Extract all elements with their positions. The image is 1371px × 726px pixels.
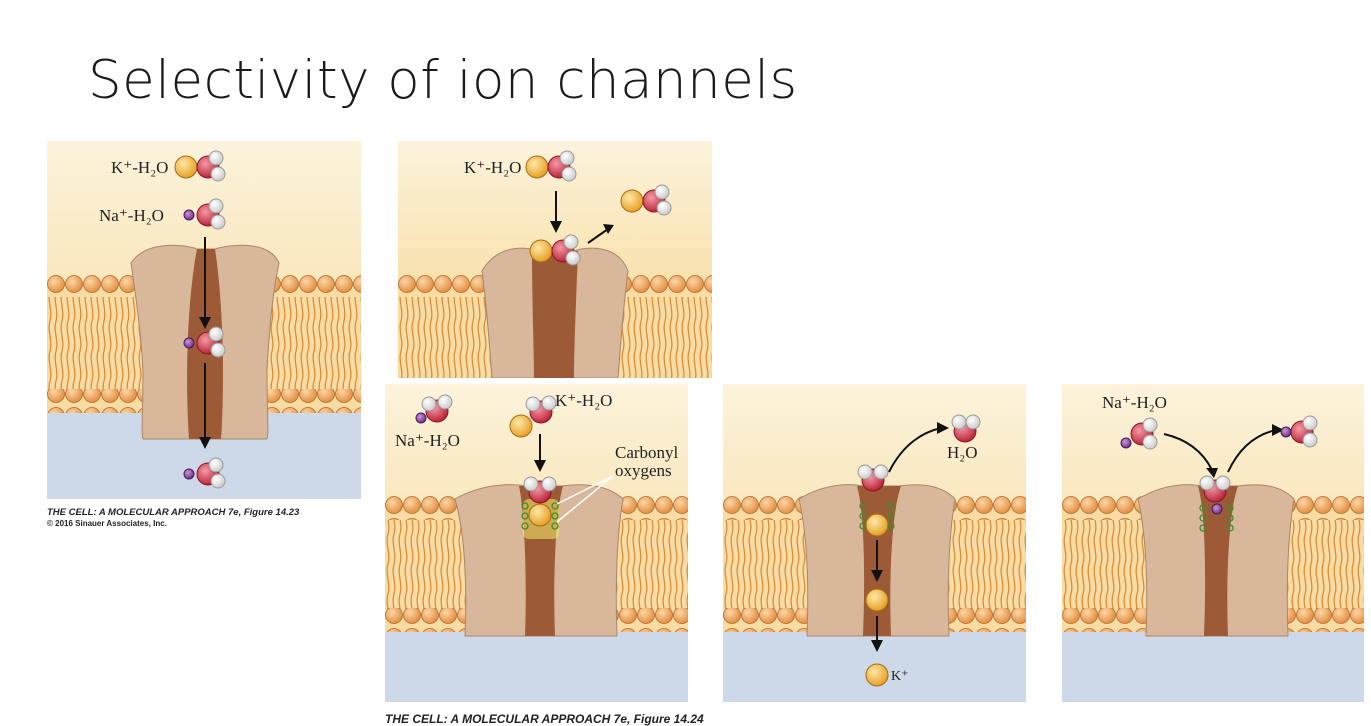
water-molecule (196, 198, 226, 230)
sodium-ion (1280, 426, 1292, 438)
potassium-ion (525, 155, 549, 179)
sodium-ion (1120, 437, 1132, 449)
potassium-ion (865, 663, 889, 687)
water-molecule (642, 184, 672, 216)
water-molecule (196, 150, 226, 182)
figure-14-24-panel-c: Na⁺-H₂O (1062, 384, 1364, 702)
potassium-ion (865, 513, 889, 537)
carbonyl-oxygens (521, 502, 559, 530)
label-water: H₂O (947, 443, 977, 462)
channel-diagram: Na⁺-H₂O K⁺-H₂O Carbonyl oxygens (385, 384, 688, 702)
water-molecule (196, 457, 226, 489)
label-k-water: K⁺-H₂O (464, 158, 521, 177)
water-molecule (196, 326, 226, 358)
water-molecule (1130, 417, 1158, 450)
sodium-ion (183, 468, 195, 480)
label-na-water: Na⁺-H₂O (1102, 393, 1167, 412)
label-ion: K⁺ (891, 669, 909, 684)
water-molecule (525, 395, 557, 424)
carbonyl-label: Carbonyl (615, 443, 679, 462)
carbonyl-label: oxygens (615, 461, 672, 480)
label-na-water: Na⁺-H₂O (395, 431, 460, 450)
figure-14-24-panel-b: H₂O K⁺ (723, 384, 1026, 702)
carbonyl-oxygens (859, 502, 895, 530)
label-na-water: Na⁺-H₂O (99, 206, 164, 225)
channel-diagram: Na⁺-H₂O (1062, 384, 1364, 702)
figure-14-23-panel: K⁺-H₂O Na⁺-H₂O (47, 141, 361, 499)
slide-title: Selectivity of ion channels (88, 50, 798, 111)
sodium-ion (183, 209, 195, 221)
potassium-ion (174, 155, 198, 179)
carbonyl-oxygens (1199, 504, 1234, 532)
channel-diagram: K⁺-H₂O Na⁺-H₂O (47, 141, 361, 499)
potassium-ion (528, 503, 552, 527)
copyright-line: © 2016 Sinauer Associates, Inc. (47, 519, 167, 528)
label-k-water: K⁺-H₂O (111, 158, 168, 177)
water-molecule (951, 414, 981, 443)
sodium-ion (1211, 503, 1223, 515)
water-molecule (551, 234, 581, 266)
potassium-ion (529, 239, 553, 263)
sodium-ion (415, 412, 427, 424)
figure-14-24-panel-a: Na⁺-H₂O K⁺-H₂O Carbonyl oxygens (385, 384, 688, 702)
label-k-water: K⁺-H₂O (555, 391, 612, 410)
figure-14-24-top-panel: K⁺-H₂O (398, 141, 712, 378)
sodium-ion (183, 337, 195, 349)
channel-diagram: K⁺-H₂O (398, 141, 712, 378)
potassium-ion (509, 414, 533, 438)
potassium-ion (620, 189, 644, 213)
water-molecule (857, 464, 889, 492)
water-molecule (547, 150, 577, 182)
water-molecule (1199, 475, 1231, 503)
water-molecule (1290, 415, 1318, 448)
figure-credit: THE CELL: A MOLECULAR APPROACH 7e, Figur… (385, 712, 704, 726)
figure-credit: THE CELL: A MOLECULAR APPROACH 7e, Figur… (47, 507, 300, 518)
potassium-ion (865, 588, 889, 612)
water-molecule (421, 394, 453, 423)
channel-diagram: H₂O K⁺ (723, 384, 1026, 702)
water-molecule (523, 476, 557, 504)
